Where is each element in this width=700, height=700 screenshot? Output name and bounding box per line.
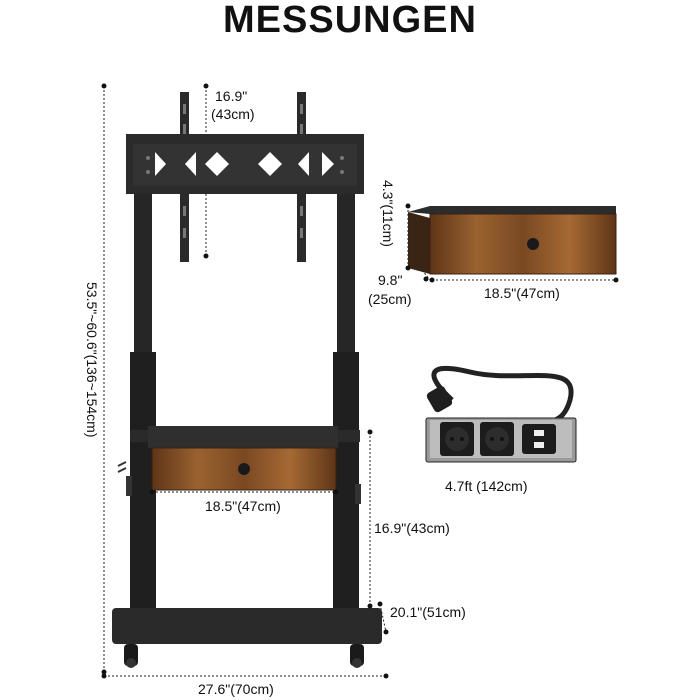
dimension-dot <box>203 253 209 259</box>
vesa-spacing-cm-label: (43cm) <box>211 106 255 122</box>
base-depth-label: 20.1"(51cm) <box>390 604 466 620</box>
power-strip <box>425 365 577 463</box>
drawer-height-label: 4.3"(11cm) <box>380 180 396 247</box>
total-height-label: 53.5"~60.6"(136~154cm) <box>84 282 100 438</box>
tv-mount-bracket <box>126 92 364 262</box>
vesa-spacing-in-label: 16.9" <box>215 88 248 104</box>
dimension-dot <box>203 83 209 89</box>
base-depth-dimension <box>377 601 389 635</box>
stand-base <box>112 608 382 668</box>
drawer-depth-in-label: 9.8" <box>378 272 403 288</box>
shelf-height-label: 16.9"(43cm) <box>374 520 450 536</box>
cable-length-label: 4.7ft (142cm) <box>445 478 528 494</box>
shelf-height-dimension <box>367 429 373 609</box>
dimension-dot <box>101 669 107 675</box>
drawer-depth-cm-label: (25cm) <box>368 291 412 307</box>
base-width-dimension <box>101 673 389 679</box>
stand-columns <box>130 194 359 632</box>
page-title: MESSUNGEN <box>223 0 477 41</box>
shelf-width-label: 18.5"(47cm) <box>205 498 281 514</box>
shelf-width-dimension <box>149 489 339 495</box>
drawer-detail <box>405 203 619 283</box>
drawer-width-label: 18.5"(47cm) <box>484 285 560 301</box>
shelf-with-drawer <box>117 426 361 504</box>
base-width-label: 27.6"(70cm) <box>198 681 274 697</box>
dimension-dot <box>101 83 107 89</box>
